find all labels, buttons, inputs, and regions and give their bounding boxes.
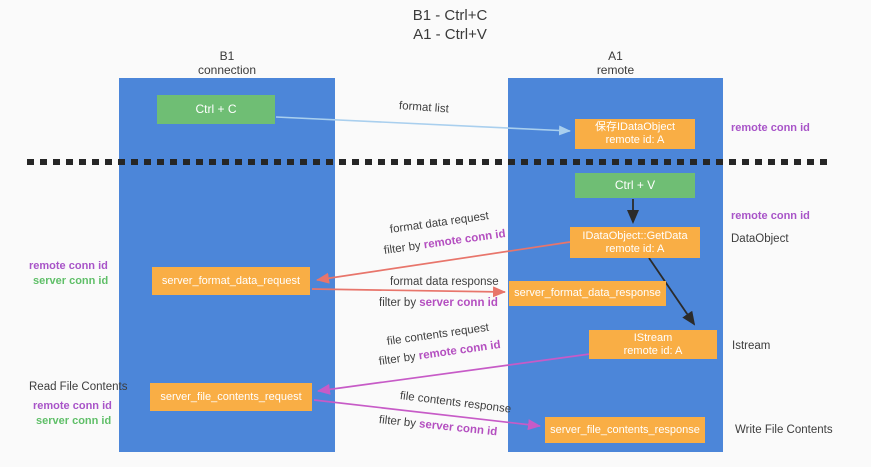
left-server-conn-id-bottom: server conn id bbox=[36, 415, 112, 427]
read-file-contents-label: Read File Contents bbox=[29, 381, 128, 393]
left-remote-conn-id-bottom: remote conn id bbox=[33, 400, 112, 412]
server-format-data-request-label: server_format_data_request bbox=[161, 274, 301, 287]
left-remote-conn-id-top: remote conn id bbox=[29, 260, 108, 272]
lifeline-header-b1: B1 connection bbox=[119, 49, 335, 77]
lifeline-b1-role: connection bbox=[197, 63, 257, 77]
server-format-data-response-label: server_format_data_response bbox=[514, 287, 661, 299]
lifeline-b1-name: B1 bbox=[219, 49, 235, 63]
istream-side-label: Istream bbox=[732, 340, 771, 352]
server-conn-id-key: server conn id bbox=[419, 297, 498, 309]
write-file-contents-label: Write File Contents bbox=[735, 424, 833, 436]
save-idataobject-node: 保存IDataObject remote id: A bbox=[575, 119, 695, 149]
ctrl-c-label: Ctrl + C bbox=[195, 102, 237, 116]
phase-divider-dashed-line bbox=[27, 159, 833, 165]
format-list-label: format list bbox=[398, 100, 450, 116]
server-file-contents-response-label: server_file_contents_response bbox=[550, 423, 700, 436]
server-file-contents-response-node: server_file_contents_response bbox=[545, 417, 705, 443]
format-data-response-filter-label: filter by server conn id bbox=[379, 297, 498, 309]
data-object-label: DataObject bbox=[731, 233, 789, 245]
server-format-data-response-node: server_format_data_response bbox=[509, 281, 666, 306]
remote-conn-id-key: remote conn id bbox=[418, 338, 502, 363]
istream-line2: remote id: A bbox=[623, 344, 683, 357]
getdata-line1: IDataObject::GetData bbox=[582, 229, 688, 242]
server-format-data-request-node: server_format_data_request bbox=[152, 267, 310, 295]
left-server-conn-id-top: server conn id bbox=[33, 275, 109, 287]
ctrl-v-node: Ctrl + V bbox=[575, 173, 695, 198]
filter-by-text: filter by bbox=[378, 350, 420, 368]
arrow-format-data-response bbox=[311, 286, 506, 298]
istream-line1: IStream bbox=[633, 331, 673, 344]
save-idataobject-line1: 保存IDataObject bbox=[594, 121, 676, 133]
server-file-contents-request-node: server_file_contents_request bbox=[150, 383, 312, 411]
save-idataobject-line2: remote id: A bbox=[605, 134, 665, 146]
server-conn-id-key: server conn id bbox=[418, 418, 498, 439]
format-data-response-label: format data response bbox=[390, 276, 499, 288]
filter-by-text: filter by bbox=[383, 239, 425, 257]
title-line-2: A1 - Ctrl+V bbox=[413, 26, 487, 43]
idataobject-getdata-node: IDataObject::GetData remote id: A bbox=[570, 227, 700, 258]
istream-node: IStream remote id: A bbox=[589, 330, 717, 359]
server-file-contents-request-label: server_file_contents_request bbox=[160, 390, 302, 403]
right-remote-conn-id-mid: remote conn id bbox=[731, 210, 810, 222]
lifeline-a1-name: A1 bbox=[608, 49, 623, 63]
diagram-title: B1 - Ctrl+C A1 - Ctrl+V bbox=[330, 6, 570, 44]
right-remote-conn-id-top: remote conn id bbox=[731, 122, 810, 134]
file-contents-response-label: file contents response bbox=[399, 390, 512, 416]
lifeline-header-a1: A1 remote bbox=[508, 49, 723, 77]
ctrl-v-label: Ctrl + V bbox=[614, 178, 656, 192]
lifeline-a1-role: remote bbox=[596, 63, 635, 77]
getdata-line2: remote id: A bbox=[605, 242, 665, 255]
ctrl-c-node: Ctrl + C bbox=[157, 95, 275, 124]
filter-by-text: filter by bbox=[378, 414, 420, 431]
file-contents-response-filter-label: filter by server conn id bbox=[378, 414, 497, 438]
filter-by-text: filter by bbox=[379, 297, 420, 309]
remote-conn-id-key: remote conn id bbox=[423, 227, 507, 252]
title-line-1: B1 - Ctrl+C bbox=[412, 7, 488, 24]
